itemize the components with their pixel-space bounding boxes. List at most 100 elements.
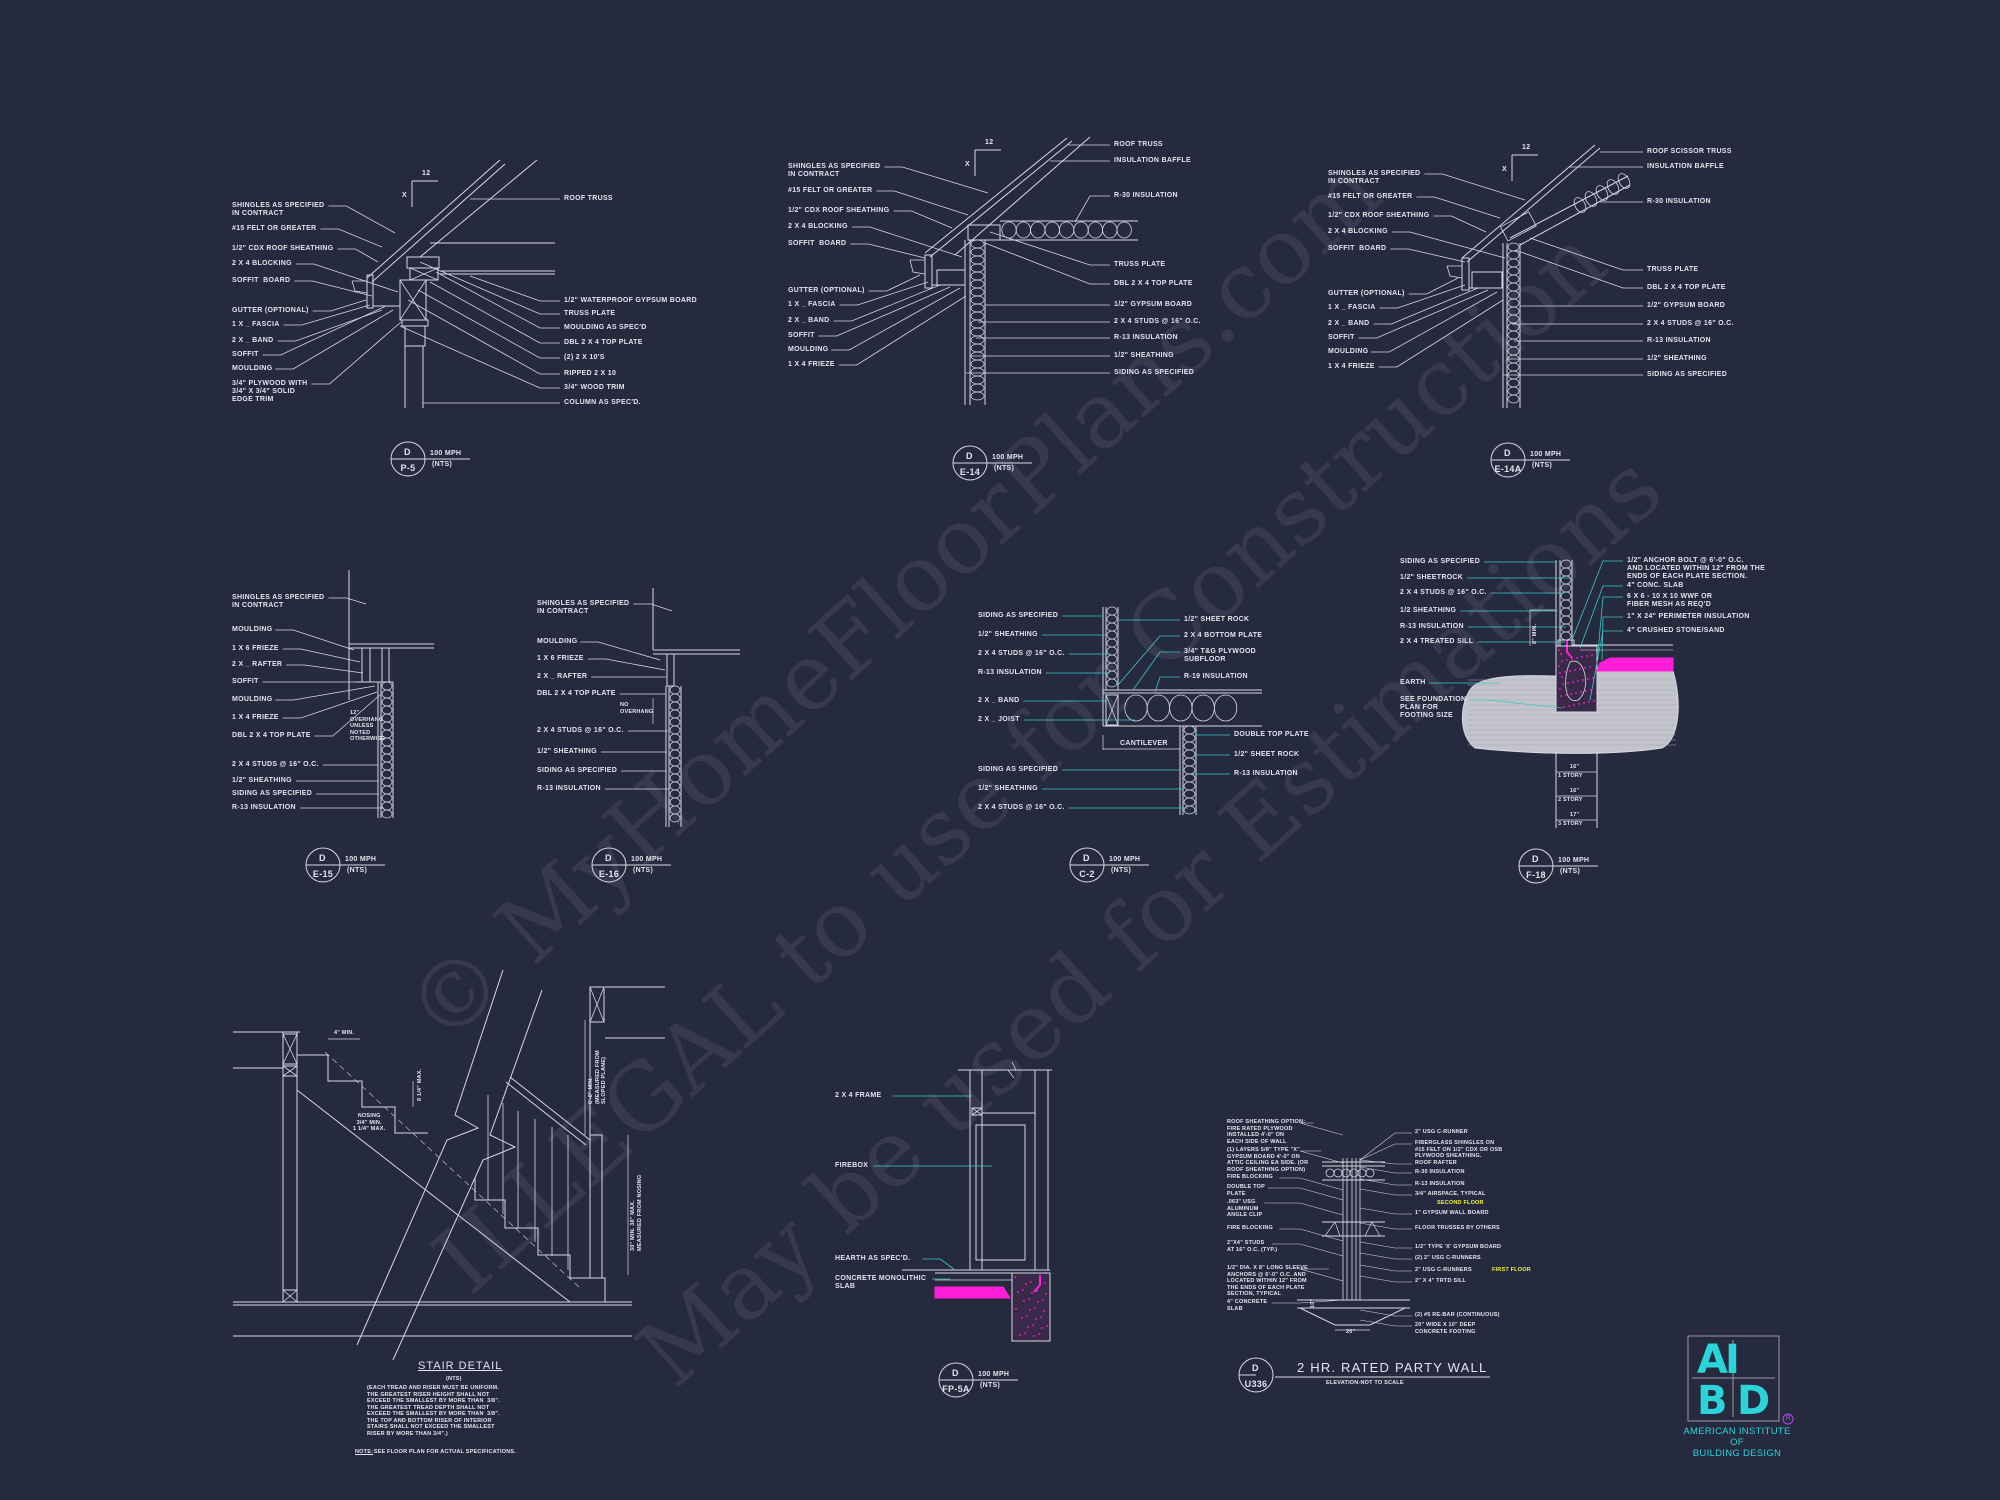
e15-left-label: SHINGLES AS SPECIFIED IN CONTRACT [232,594,325,609]
concrete-aggregate [1564,671,1566,673]
e14a-right-label: DBL 2 X 4 TOP PLATE [1647,284,1726,291]
leader-line [1373,287,1479,325]
leader-line [417,289,560,359]
e14-right-label: INSULATION BAFFLE [1114,157,1191,164]
concrete-aggregate [1586,655,1588,657]
batt-insulation [381,753,393,763]
concrete-aggregate [1030,1281,1032,1283]
c2-left-label: 1/2" SHEATHING [978,631,1038,638]
batt-insulation [381,801,393,811]
blanket-insulation [1584,191,1598,207]
e14-left-label: SHINGLES AS SPECIFIED IN CONTRACT [788,163,881,178]
p5-left-label: SHINGLES AS SPECIFIED IN CONTRACT [232,202,325,217]
batt-insulation [381,777,393,787]
callout-letter: D [1083,853,1090,863]
leader-line [922,1258,956,1271]
floor-truss [1324,1221,1341,1237]
leader-line [328,205,396,234]
riser-height-dimension: 8 1/4" MAX. [417,1068,423,1101]
concrete-aggregate [1563,706,1565,708]
footing-width-label: 20" [1346,1329,1356,1335]
party-wall-left-label: FIRE BLOCKING [1227,1225,1273,1231]
e15-left-label: MOULDING [232,626,273,633]
gutter [909,259,926,275]
leader-line [1359,1241,1412,1249]
blanket-insulation [1617,173,1631,189]
e16-left-label: 2 X _ RAFTER [537,673,588,680]
e14a-left-label: SOFFIT BOARD [1328,245,1387,252]
scale-label: (NTS) [633,867,654,874]
blanket-insulation [1116,221,1132,239]
note-label: NOTE: [355,1449,374,1455]
c2-left-label: SIDING AS SPECIFIED [978,766,1059,773]
drawing-line [419,159,538,258]
e14a-right-label: R-13 INSULATION [1647,337,1711,344]
leader-line [1279,1177,1344,1191]
party-wall-right-label: 2" USG C-RUNNERS [1415,1267,1472,1273]
party-wall-left-label: .063" USG ALUMINUM ANGLE CLIP [1227,1199,1263,1218]
concrete-aggregate [1579,668,1581,670]
leader-line [633,603,673,612]
batt-insulation [970,367,985,377]
e14a-right-label: R-30 INSULATION [1647,198,1711,205]
leader-line [294,280,373,297]
batt-insulation [381,697,393,707]
scale-label: (NTS) [1111,867,1132,874]
concrete-aggregate [1587,678,1589,680]
p5-right-label: DBL 2 X 4 TOP PLATE [564,339,643,346]
batt-insulation [970,327,985,337]
party-wall-right-label: FLOOR TRUSSES BY OTHERS [1415,1225,1500,1231]
footing-width: 17" [1570,812,1580,818]
leader-line [989,231,1110,266]
leader-line [1359,1132,1412,1161]
footing-story: 3 STORY [1558,821,1583,827]
f18-left-label: 2 X 4 TREATED SILL [1400,638,1474,645]
e14-right-label: DBL 2 X 4 TOP PLATE [1114,280,1193,287]
truss-plate [406,256,440,269]
concrete-aggregate [1584,667,1586,669]
leader-line [1579,585,1623,649]
framing-member [666,653,675,687]
leader-line [984,242,1110,285]
p5-right-label: ROOF TRUSS [564,195,613,202]
batt-insulation [1183,733,1196,743]
drawing-line [1509,175,1629,239]
leader-line [399,325,560,389]
c2-left-label: 2 X 4 STUDS @ 16" O.C. [978,650,1065,657]
leader-line [435,271,560,329]
slope-rise: X [1502,166,1507,173]
p5-left-label: SOFFIT [232,351,259,358]
blanket-insulation [1325,1168,1335,1178]
p5-right-label: 3/4" WOOD TRIM [564,384,625,391]
party-wall-right-label: R-30 INSULATION [1415,1169,1465,1175]
concrete-aggregate [1559,688,1561,690]
footing-width: 16" [1570,764,1580,770]
concrete-aggregate [1019,1334,1021,1336]
batt-insulation [970,311,985,321]
e14a-left-label: SOFFIT [1328,334,1355,341]
leader-line [1359,1222,1412,1230]
batt-insulation [381,681,393,691]
batt-insulation [1183,741,1196,751]
treated-sill [1557,639,1575,647]
batt-insulation [381,745,393,755]
blocking [282,1033,298,1065]
leader-line [275,629,355,651]
e14-right-label: 1/2" GYPSUM BOARD [1114,301,1193,308]
concrete-aggregate [1029,1309,1031,1311]
batt-insulation [669,813,681,823]
leader-line [1359,1309,1412,1317]
batt-insulation [970,343,985,353]
batt-insulation [970,319,985,329]
upper-stair-treads [297,1054,428,1134]
p5-left-label: 1 X _ FASCIA [232,321,280,328]
callout-letter: D [1504,448,1511,458]
leader-line [1408,277,1459,295]
leader-line [1597,596,1623,653]
leader-line [262,305,387,356]
drawing-line [924,137,1068,254]
c2-right-label: R-13 INSULATION [1234,770,1298,777]
logo-letter: I [1725,1337,1740,1383]
f18-left-label: 1/2 SHEATHING [1400,607,1457,614]
stair-code-notes: (EACH TREAD AND RISER MUST BE UNIFORM. T… [367,1385,500,1437]
